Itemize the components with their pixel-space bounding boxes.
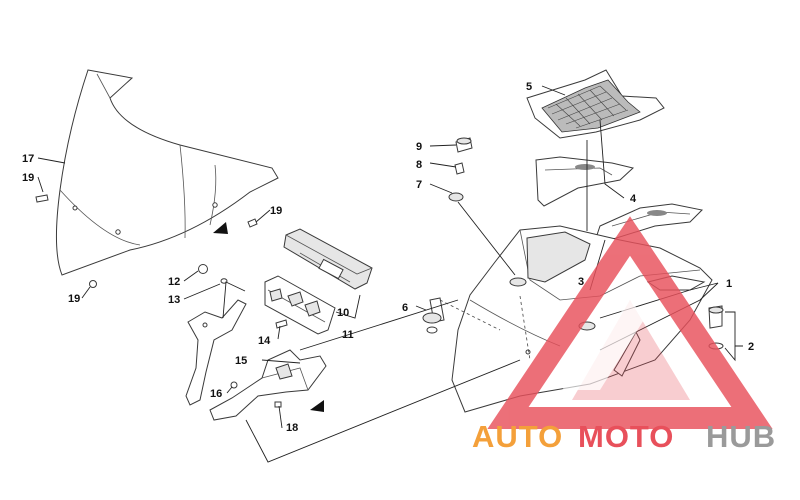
callout-7: 7 [416,179,422,191]
watermark-word-2: MOTO [578,419,674,454]
callout-8: 8 [416,159,422,171]
screw-14 [275,319,288,329]
callout-15: 15 [235,355,247,367]
key-8 [454,162,465,175]
callout-19-left: 19 [22,172,34,184]
clip-17 [274,401,282,408]
screw-19-right [247,218,258,228]
watermark-word-3: HUB [706,419,776,454]
callout-14: 14 [258,335,271,347]
callout-4: 4 [630,193,637,205]
windshield [55,69,279,276]
screw-16 [230,381,238,389]
vent-4-upper [535,156,635,207]
direction-arrow-icon-lower [310,400,324,412]
switch-7 [448,192,464,202]
callout-5: 5 [526,81,532,93]
callout-1: 1 [726,278,732,290]
washer-19-bottom [89,280,97,288]
callout-17: 18 [286,422,298,434]
callout-18: 17 [22,153,34,165]
callout-9: 9 [416,141,422,153]
bracket-11 [264,275,336,335]
callout-11: 11 [342,329,354,341]
cap-9 [455,137,473,153]
bracket-15 [209,349,327,421]
direction-arrow-icon [213,222,228,234]
callout-3: 3 [578,276,584,288]
screw-19-left [35,194,49,203]
nut-12 [198,264,208,274]
washer-13 [220,278,228,284]
watermark-text: AUTO MOTO HUB [472,419,776,454]
callout-6: 6 [402,302,408,314]
watermark-logo [487,216,773,429]
callout-16: 16 [210,388,222,400]
callouts: 17 19 19 19 12 13 10 11 14 15 16 18 9 8 … [22,81,754,434]
vent-4-lower [595,203,704,241]
callout-12: 12 [168,276,180,288]
callout-2: 2 [748,341,754,353]
callout-19-right: 19 [270,205,282,217]
callout-10: 10 [337,307,349,319]
callout-19-bottom: 19 [68,293,80,305]
mesh-intake-5 [526,69,665,139]
component-6 [422,297,445,334]
support-bracket-upper [185,299,247,406]
bracket-10 [283,228,373,290]
watermark-word-1: AUTO [472,419,563,454]
callout-13: 13 [168,294,180,306]
watermark-triangle-icon [487,216,773,429]
